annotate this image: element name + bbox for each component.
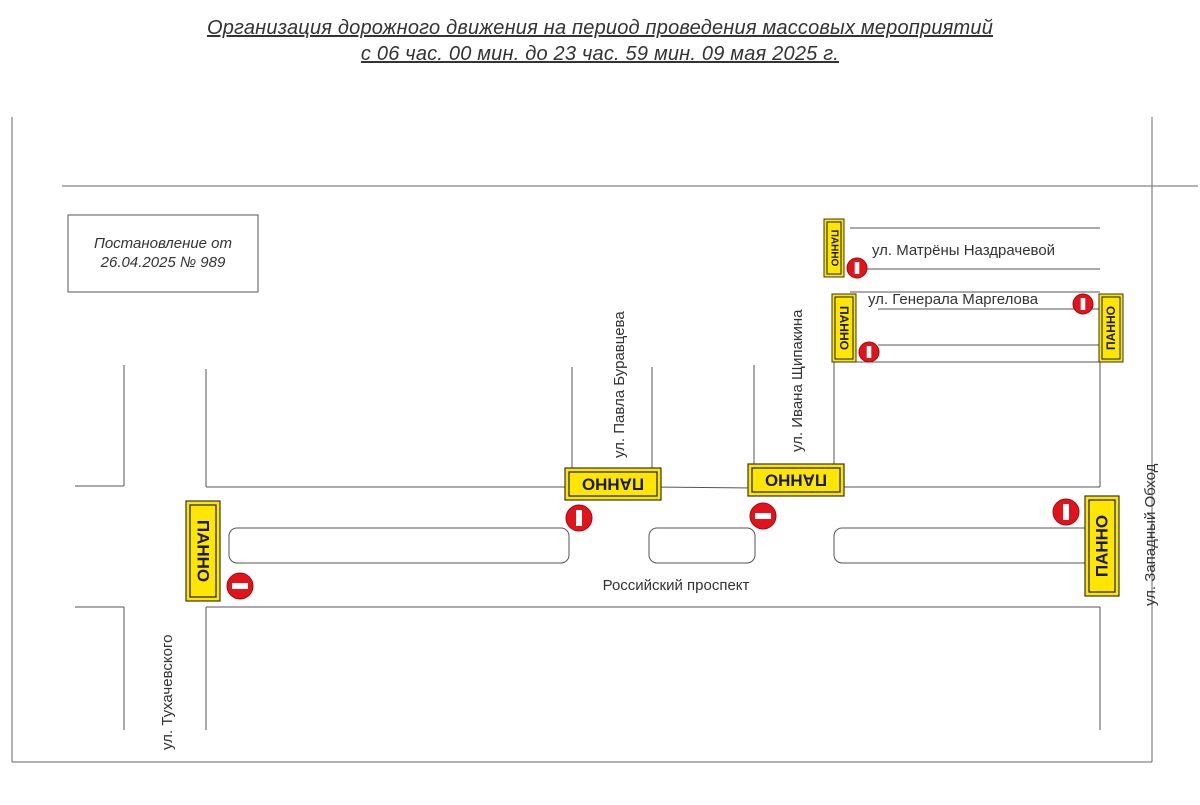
no-entry-sign-icon	[1072, 293, 1094, 315]
median-islands	[228, 527, 1099, 564]
panno-sign-nazdrachevoy: ПАННО	[823, 218, 845, 278]
decree-box: Постановление от 26.04.2025 № 989	[67, 214, 259, 293]
street-label-zapadny: ул. Западный Обход	[1142, 463, 1159, 606]
outer-frame	[11, 117, 1198, 763]
no-entry-sign-icon	[858, 341, 880, 363]
panno-sign-text: ПАННО	[837, 306, 851, 350]
panno-sign-margelova-west: ПАННО	[831, 293, 857, 363]
panno-sign-text: ПАННО	[1104, 306, 1118, 350]
panno-sign-zapadny: ПАННО	[1084, 495, 1120, 597]
street-label-buravtseva: ул. Павла Буравцева	[611, 311, 628, 458]
road-network	[75, 227, 1101, 730]
panno-sign-text: ПАННО	[765, 471, 827, 490]
panno-sign-margelova-east: ПАННО	[1098, 293, 1124, 363]
panno-sign-text: ПАННО	[829, 230, 840, 267]
no-entry-sign-icon	[846, 257, 868, 279]
street-label-margelova: ул. Генерала Маргелова	[868, 291, 1039, 308]
street-label-nazdrachevoy: ул. Матрёны Наздрачевой	[872, 242, 1055, 259]
no-entry-sign-icon	[226, 572, 254, 600]
map-title-line-2: с 06 час. 00 мин. до 23 час. 59 мин. 09 …	[360, 43, 840, 65]
street-label-tukhachevskogo: ул. Тухачевского	[159, 635, 176, 750]
map-title-line-1: Организация дорожного движения на период…	[206, 17, 994, 39]
panno-sign-tukhachevskogo: ПАННО	[185, 500, 221, 602]
panno-sign-buravtseva: ПАННО	[564, 467, 662, 501]
street-label-rossiysky: Российский проспект	[603, 577, 750, 594]
panno-sign-text: ПАННО	[194, 520, 213, 582]
no-entry-sign-icon	[565, 504, 593, 532]
street-label-shchipakina: ул. Ивана Щипакина	[789, 309, 806, 452]
panno-sign-text: ПАННО	[582, 475, 644, 494]
panno-sign-text: ПАННО	[1093, 515, 1112, 577]
decree-line-1: Постановление от	[94, 235, 232, 252]
panno-sign-shchipakina: ПАННО	[747, 463, 845, 497]
no-entry-sign-icon	[749, 502, 777, 530]
decree-line-2: 26.04.2025 № 989	[100, 254, 226, 271]
no-entry-sign-icon	[1052, 498, 1080, 526]
